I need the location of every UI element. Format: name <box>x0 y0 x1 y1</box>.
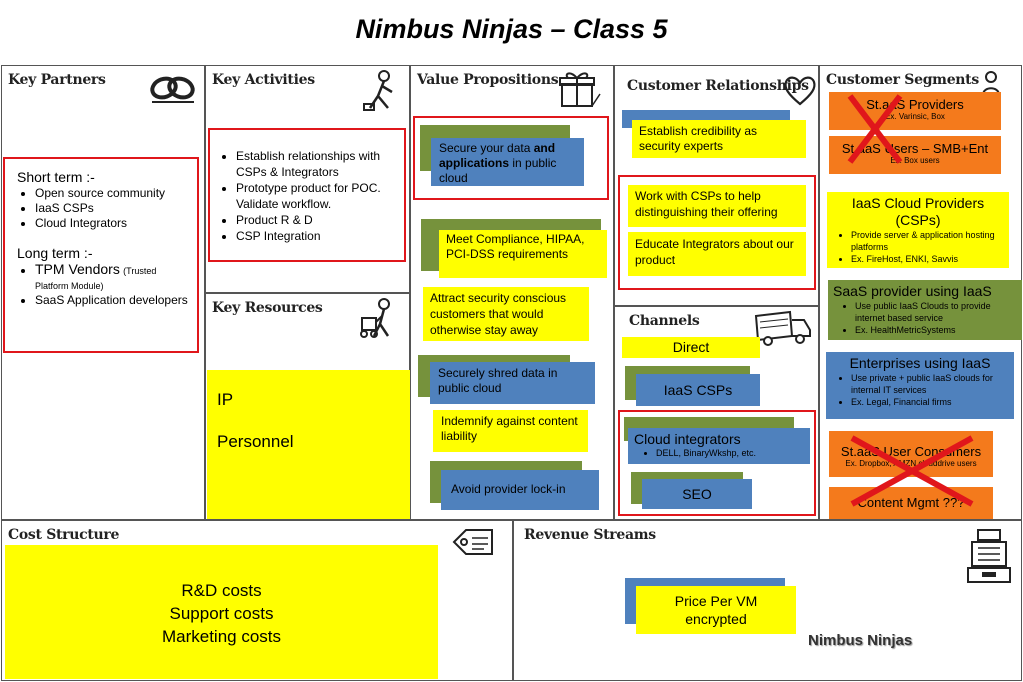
panel-heading: Revenue Streams <box>524 527 656 543</box>
key-activities-panel: Key Activities <box>205 65 410 293</box>
cross-out-icon <box>850 435 974 507</box>
channel-cloud-integrators: Cloud integrators DELL, BinaryWkshp, etc… <box>628 428 810 464</box>
gift-icon <box>556 70 602 110</box>
segment-label: St.aaS Users – SMB+Ent <box>841 141 989 156</box>
channel-sublist: DELL, BinaryWkshp, etc. <box>634 447 804 459</box>
list-item: Ex. HealthMetricSystems <box>855 324 1017 336</box>
cash-register-icon <box>964 526 1014 586</box>
worker-cart-icon <box>356 298 400 342</box>
short-term-label: Short term :- <box>17 169 95 185</box>
segment-list: Provide server & application hosting pla… <box>831 229 1005 265</box>
worker-icon <box>360 70 400 112</box>
list-item: Ex. Legal, Financial firms <box>851 396 1009 408</box>
cost-item: R&D costs <box>181 581 262 600</box>
segment-sub: Ex. Dropbox, AMZN clouddrive users <box>845 459 977 468</box>
segment-sub: Ex. Varinsic, Box <box>885 112 945 121</box>
truck-icon <box>752 308 814 348</box>
panel-heading: Channels <box>629 313 700 329</box>
value-avoid-lock-in: Avoid provider lock-in <box>441 470 599 510</box>
panel-heading: Key Partners <box>8 72 106 88</box>
resource-personnel: Personnel <box>217 432 294 451</box>
relationship-credibility: Establish credibility as security expert… <box>632 120 806 158</box>
relationship-work-with-csps: Work with CSPs to help distinguishing th… <box>628 185 806 227</box>
segment-label: Enterprises using IaaS <box>849 355 991 371</box>
cost-list: R&D costs Support costs Marketing costs <box>5 545 438 679</box>
list-item: Establish relationships with CSPs & Inte… <box>236 148 398 180</box>
value-shred-data: Securely shred data in public cloud <box>430 362 595 404</box>
channel-highlight-box <box>618 410 816 516</box>
long-term-label: Long term :- <box>17 245 93 261</box>
panel-heading: Key Activities <box>212 72 315 88</box>
cross-out-icon <box>847 94 903 164</box>
resource-ip: IP <box>217 390 234 409</box>
list-item: CSP Integration <box>236 228 398 244</box>
list-item: Product R & D <box>236 212 398 228</box>
list-item: Provide server & application hosting pla… <box>851 229 1005 253</box>
short-term-list: Open source community IaaS CSPs Cloud In… <box>17 186 189 231</box>
list-item: TPM Vendors (Trusted Platform Module) <box>35 262 189 293</box>
value-text: in public cloud <box>439 156 557 185</box>
value-indemnify: Indemnify against content liability <box>433 410 588 452</box>
channel-seo: SEO <box>642 479 752 509</box>
tpm-vendors: TPM Vendors <box>35 261 120 277</box>
brand-text: Nimbus Ninjas <box>808 632 913 649</box>
price-tag-icon <box>450 524 496 560</box>
revenue-price-per-vm: Price Per VM encrypted <box>636 586 796 634</box>
resources-box: IP Personnel <box>207 370 410 519</box>
cost-item: Marketing costs <box>161 627 282 646</box>
value-highlight-box <box>413 116 609 200</box>
segment-sub: Ex. Box users <box>890 156 940 165</box>
segment-list: Use private + public IaaS clouds for int… <box>831 372 1009 408</box>
value-attract-customers: Attract security conscious customers tha… <box>423 287 589 341</box>
chain-link-icon <box>148 70 198 106</box>
channel-label: Cloud integrators <box>634 431 741 447</box>
value-text-bold: and applications <box>439 141 556 170</box>
relationship-educate-integrators: Educate Integrators about our product <box>628 232 806 276</box>
long-term-list: TPM Vendors (Trusted Platform Module) Sa… <box>17 262 189 308</box>
segment-iaas-providers: IaaS Cloud Providers (CSPs) Provide serv… <box>827 192 1009 268</box>
channel-direct: Direct <box>622 337 760 358</box>
segment-staas-users: St.aaS Users – SMB+Ent Ex. Box users <box>829 136 1001 174</box>
panel-heading: Customer Segments <box>826 72 979 88</box>
key-partners-panel: Key Partners <box>1 65 205 520</box>
list-item: IaaS CSPs <box>35 201 189 216</box>
page-title: Nimbus Ninjas – Class 5 <box>355 14 668 44</box>
list-item: Use private + public IaaS clouds for int… <box>851 372 1009 396</box>
segment-list: Use public IaaS Clouds to provide intern… <box>833 300 1017 336</box>
panel-heading: Customer Relationships <box>627 78 809 94</box>
panel-heading: Cost Structure <box>8 527 120 543</box>
partners-box: Short term :- Open source community IaaS… <box>3 157 199 353</box>
activities-box: Establish relationships with CSPs & Inte… <box>208 128 406 262</box>
segment-label: IaaS Cloud Providers (CSPs) <box>851 195 985 228</box>
cost-item: Support costs <box>169 604 274 623</box>
relationship-highlight-box <box>618 175 816 290</box>
list-item: DELL, BinaryWkshp, etc. <box>656 447 804 459</box>
segment-saas-provider: SaaS provider using IaaS Use public IaaS… <box>828 280 1022 340</box>
heart-icon <box>782 74 818 106</box>
list-item: Use public IaaS Clouds to provide intern… <box>855 300 1017 324</box>
list-item: Open source community <box>35 186 189 201</box>
activities-list: Establish relationships with CSPs & Inte… <box>218 148 398 244</box>
panel-heading: Key Resources <box>212 300 323 316</box>
tpm-detail: (Trusted Platform Module) <box>35 266 157 291</box>
panel-heading: Value Propositions <box>417 72 559 88</box>
value-text: Secure your data <box>439 141 534 155</box>
list-item: Cloud Integrators <box>35 216 189 231</box>
value-compliance: Meet Compliance, HIPAA, PCI-DSS requirem… <box>439 230 607 278</box>
segment-label: SaaS provider using IaaS <box>833 283 992 299</box>
value-secure-data: Secure your data and applications in pub… <box>431 138 584 186</box>
list-item: SaaS Application developers <box>35 293 189 308</box>
segment-enterprises: Enterprises using IaaS Use private + pub… <box>826 352 1014 419</box>
list-item: Ex. FireHost, ENKI, Savvis <box>851 253 1005 265</box>
channel-iaas-csps: IaaS CSPs <box>636 374 760 406</box>
list-item: Prototype product for POC. Validate work… <box>236 180 398 212</box>
